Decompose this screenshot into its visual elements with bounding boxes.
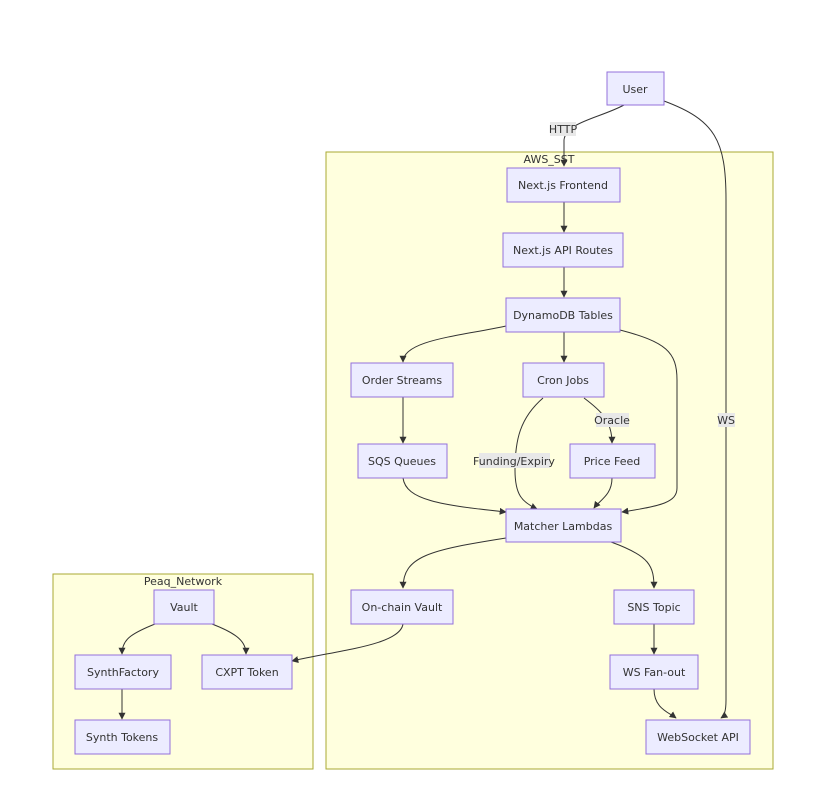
cluster-peaq-network-label: Peaq_Network bbox=[144, 575, 223, 588]
node-dynamodb-tables-label: DynamoDB Tables bbox=[513, 309, 613, 322]
edge-matcher-onchainvault bbox=[399, 537, 507, 589]
node-sns-topic-label: SNS Topic bbox=[627, 601, 680, 614]
node-ws-fanout-label: WS Fan-out bbox=[623, 666, 686, 679]
edge-user-websocket bbox=[663, 100, 729, 719]
node-nextjs-frontend-label: Next.js Frontend bbox=[518, 179, 608, 192]
edge-label-ws: WS bbox=[717, 413, 735, 427]
node-price-feed[interactable]: Price Feed bbox=[569, 443, 656, 479]
edge-label-funding-expiry: Funding/Expiry bbox=[473, 453, 555, 468]
node-synth-tokens[interactable]: Synth Tokens bbox=[74, 719, 171, 755]
node-price-feed-label: Price Feed bbox=[584, 455, 641, 468]
node-user[interactable]: User bbox=[606, 71, 665, 106]
node-vault-label: Vault bbox=[170, 601, 198, 614]
node-synthfactory[interactable]: SynthFactory bbox=[74, 654, 172, 690]
node-sqs-queues[interactable]: SQS Queues bbox=[357, 443, 448, 479]
node-synthfactory-label: SynthFactory bbox=[87, 666, 159, 679]
node-matcher-lambdas-label: Matcher Lambdas bbox=[514, 520, 613, 533]
edge-vault-cxpt bbox=[211, 623, 250, 655]
node-user-label: User bbox=[622, 83, 648, 96]
edge-sqs-matcher bbox=[402, 477, 507, 515]
node-synth-tokens-label: Synth Tokens bbox=[86, 731, 159, 744]
node-cron-jobs-label: Cron Jobs bbox=[537, 374, 589, 387]
node-vault[interactable]: Vault bbox=[153, 589, 215, 625]
edge-wsfanout-websocket bbox=[653, 688, 677, 719]
node-websocket-api-label: WebSocket API bbox=[657, 731, 739, 744]
node-matcher-lambdas[interactable]: Matcher Lambdas bbox=[505, 508, 622, 543]
edge-matcher-snstopic bbox=[610, 541, 658, 589]
edge-label-http: HTTP bbox=[549, 122, 578, 136]
node-cxpt-token-label: CXPT Token bbox=[215, 666, 278, 679]
edge-label-ws-text: WS bbox=[717, 414, 735, 427]
node-onchain-vault[interactable]: On-chain Vault bbox=[350, 589, 454, 625]
edge-dynamodb-matcher bbox=[619, 329, 678, 515]
node-cron-jobs[interactable]: Cron Jobs bbox=[522, 362, 605, 398]
edge-dynamodb-orderstreams bbox=[399, 325, 507, 363]
edge-cronjobs-matcher bbox=[514, 397, 544, 510]
edge-user-frontend bbox=[560, 104, 625, 167]
edge-label-oracle: Oracle bbox=[594, 413, 630, 427]
node-order-streams-label: Order Streams bbox=[362, 374, 443, 387]
node-dynamodb-tables[interactable]: DynamoDB Tables bbox=[505, 297, 621, 333]
node-sqs-queues-label: SQS Queues bbox=[368, 455, 436, 468]
edge-label-http-text: HTTP bbox=[549, 123, 578, 136]
cluster-aws-sst-label: AWS_SST bbox=[524, 153, 575, 166]
node-websocket-api[interactable]: WebSocket API bbox=[645, 719, 751, 755]
node-order-streams[interactable]: Order Streams bbox=[350, 362, 454, 398]
edge-vault-synthfactory bbox=[118, 623, 156, 655]
node-nextjs-api-routes[interactable]: Next.js API Routes bbox=[502, 232, 624, 268]
node-nextjs-api-routes-label: Next.js API Routes bbox=[513, 244, 613, 257]
edge-label-funding-expiry-text: Funding/Expiry bbox=[473, 455, 555, 468]
edge-pricefeed-matcher bbox=[593, 477, 613, 509]
edge-label-oracle-text: Oracle bbox=[594, 414, 630, 427]
node-onchain-vault-label: On-chain Vault bbox=[362, 601, 443, 614]
node-cxpt-token[interactable]: CXPT Token bbox=[201, 654, 293, 690]
node-sns-topic[interactable]: SNS Topic bbox=[613, 589, 695, 625]
node-ws-fanout[interactable]: WS Fan-out bbox=[609, 654, 699, 690]
node-nextjs-frontend[interactable]: Next.js Frontend bbox=[506, 167, 621, 203]
edge-onchainvault-cxpt bbox=[291, 623, 404, 664]
